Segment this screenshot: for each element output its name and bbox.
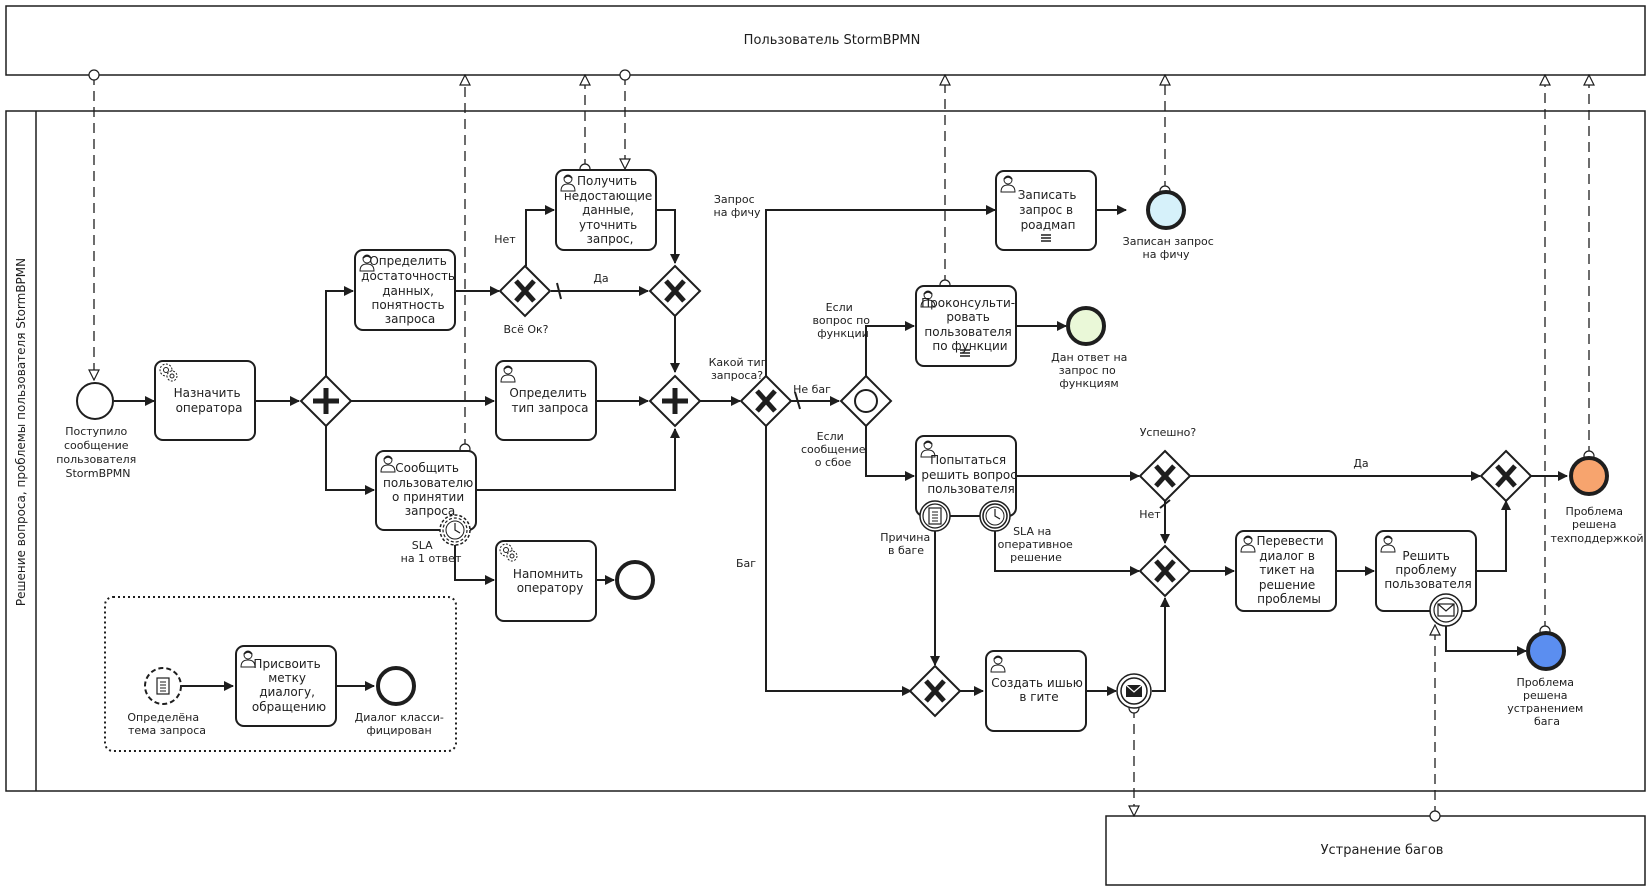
label-sla-operative: SLA на оперативное решение xyxy=(998,525,1077,564)
task-remind-operator[interactable]: Напомнить оператору xyxy=(495,540,597,622)
label-yes2: Да xyxy=(1353,457,1368,470)
parallel-gateway-split[interactable] xyxy=(299,374,353,428)
label-success: Успешно? xyxy=(1140,426,1197,439)
end-event-function-label: Дан ответ на запрос по функциям xyxy=(1051,351,1131,390)
label-no2: Нет xyxy=(1139,508,1161,521)
label-if-function: Если вопрос по функции xyxy=(812,301,873,340)
start-event[interactable] xyxy=(76,382,114,420)
task-get-missing-data[interactable]: Получить недостающие данные, уточнить за… xyxy=(555,169,657,251)
task-transfer-ticket[interactable]: Перевести диалог в тикет на решение проб… xyxy=(1235,530,1337,612)
svg-text:Сообщить пользователю: Сообщить пользователю о принятии запроса xyxy=(383,461,477,518)
task-record-roadmap[interactable]: Записать запрос в роадмап xyxy=(995,170,1097,251)
end-event-bug[interactable] xyxy=(1526,631,1566,671)
task-create-issue[interactable]: Создать ишью в гите xyxy=(985,650,1087,732)
label-feature-request: Запрос на фичу xyxy=(714,193,761,219)
gateway-success[interactable] xyxy=(1138,449,1192,503)
svg-text:Попытаться решить вопрос: Попытаться решить вопрос пользователя xyxy=(921,453,1020,496)
end-event-function[interactable] xyxy=(1066,306,1106,346)
end-event-classified[interactable] xyxy=(376,666,416,706)
task-define-type[interactable]: Определить тип запроса xyxy=(495,360,597,441)
svg-text:Назначить оператора: Назначить оператора xyxy=(174,386,245,415)
label-not-bug: Не баг xyxy=(793,383,831,396)
message-throw-event[interactable] xyxy=(1116,673,1152,709)
gateway-join-data[interactable] xyxy=(648,264,702,318)
user-icon xyxy=(988,653,1008,673)
end-event-classified-label: Диалог класси- фицирован xyxy=(355,711,448,737)
event-based-gateway[interactable] xyxy=(839,374,893,428)
clock-icon xyxy=(454,523,461,534)
task-assign-label[interactable]: Присвоить метку диалогу, обращению xyxy=(235,645,337,727)
svg-text:Напомнить оператору: Напомнить оператору xyxy=(513,567,587,595)
end-event-support-label: Проблема решена техподдержкой xyxy=(1550,505,1643,545)
end-event-bug-label: Проблема решена устранением бага xyxy=(1507,676,1587,728)
end-event-feature-label: Записан запрос на фичу xyxy=(1123,235,1218,261)
sequence-flows xyxy=(114,205,1568,696)
boundary-bug-cause[interactable] xyxy=(919,500,951,532)
task-assign-operator[interactable]: Назначить оператора xyxy=(154,360,256,441)
task-check-sufficiency[interactable]: Определить достаточность данных, понятно… xyxy=(354,249,459,331)
gateway-request-type[interactable] xyxy=(739,374,793,428)
gateway-bug-join[interactable] xyxy=(908,664,962,718)
timer-boundary-sla-first[interactable] xyxy=(439,514,471,546)
task-solve-problem[interactable]: Решить проблему пользователя xyxy=(1375,530,1477,612)
label-no: Нет xyxy=(494,233,516,246)
task-try-solve[interactable]: Попытаться решить вопрос пользователя xyxy=(915,435,1021,517)
user-pool[interactable]: Пользователь StormBPMN xyxy=(5,5,1646,76)
topic-start-label: Определёна тема запроса xyxy=(127,711,206,737)
gateway-all-ok[interactable] xyxy=(498,264,552,318)
svg-text:Записать запрос в: Записать запрос в роадмап xyxy=(1018,188,1081,232)
svg-text:Определить тип запроса: Определить тип запроса xyxy=(509,386,590,415)
timer-boundary-sla-operative[interactable] xyxy=(979,500,1011,532)
task-consult-user[interactable]: Проконсульти- ровать пользователя по фун… xyxy=(915,285,1019,367)
task-notify-user[interactable]: Сообщить пользователю о принятии запроса xyxy=(375,450,477,531)
bugs-pool[interactable]: Устранение багов xyxy=(1105,815,1646,886)
message-flows xyxy=(94,75,1589,816)
end-event-support[interactable] xyxy=(1569,456,1609,496)
label-request-type: Какой тип запроса? xyxy=(709,356,772,382)
parallel-gateway-join[interactable] xyxy=(648,374,702,428)
svg-text:Решить проблему по: Решить проблему пользователя xyxy=(1384,549,1471,591)
message-boundary-event[interactable] xyxy=(1429,593,1463,627)
gateway-final[interactable] xyxy=(1479,449,1533,503)
user-icon xyxy=(998,173,1018,193)
end-event-remind[interactable] xyxy=(615,560,655,600)
bugs-pool-title: Устранение багов xyxy=(1321,843,1444,858)
label-all-ok: Всё Ок? xyxy=(504,323,549,336)
envelope-icon xyxy=(1437,603,1455,617)
label-bug: Баг xyxy=(736,557,756,570)
user-icon xyxy=(1378,533,1398,553)
label-sla-first: SLA на 1 ответ xyxy=(401,539,462,565)
user-icon xyxy=(498,363,518,383)
envelope-icon xyxy=(1125,684,1143,698)
svg-text:Перевести диалог в: Перевести диалог в тикет на решение проб… xyxy=(1256,534,1327,606)
label-yes: Да xyxy=(593,272,608,285)
svg-text:Присвоить метку ди: Присвоить метку диалогу, обращению xyxy=(252,657,326,714)
clock-icon xyxy=(982,503,1008,529)
user-icon xyxy=(1238,533,1258,553)
svg-text:Получить недостающие: Получить недостающие данные, уточнить за… xyxy=(564,174,656,246)
end-event-feature[interactable] xyxy=(1146,190,1186,230)
label-bug-cause: Причина в баге xyxy=(880,531,933,557)
svg-text:Определить достаточность: Определить достаточность данных, понятно… xyxy=(361,254,459,326)
document-icon xyxy=(928,507,942,525)
start-event-label: Поступило сообщение пользователя StormBP… xyxy=(56,425,140,480)
main-pool-title: Решение вопроса, проблемы пользователя S… xyxy=(14,258,28,606)
document-icon xyxy=(156,677,170,695)
svg-text:Проконсульти- ровать: Проконсульти- ровать пользователя по фун… xyxy=(921,296,1019,353)
svg-text:Создать ишью в гите: Создать ишью в гите xyxy=(991,676,1086,704)
gateway-merge[interactable] xyxy=(1138,544,1192,598)
label-if-failure: Если сообщение о сбое xyxy=(801,430,869,469)
topic-start-event[interactable] xyxy=(144,667,182,705)
event-subprocess[interactable] xyxy=(104,596,457,752)
user-pool-title: Пользователь StormBPMN xyxy=(744,33,921,48)
